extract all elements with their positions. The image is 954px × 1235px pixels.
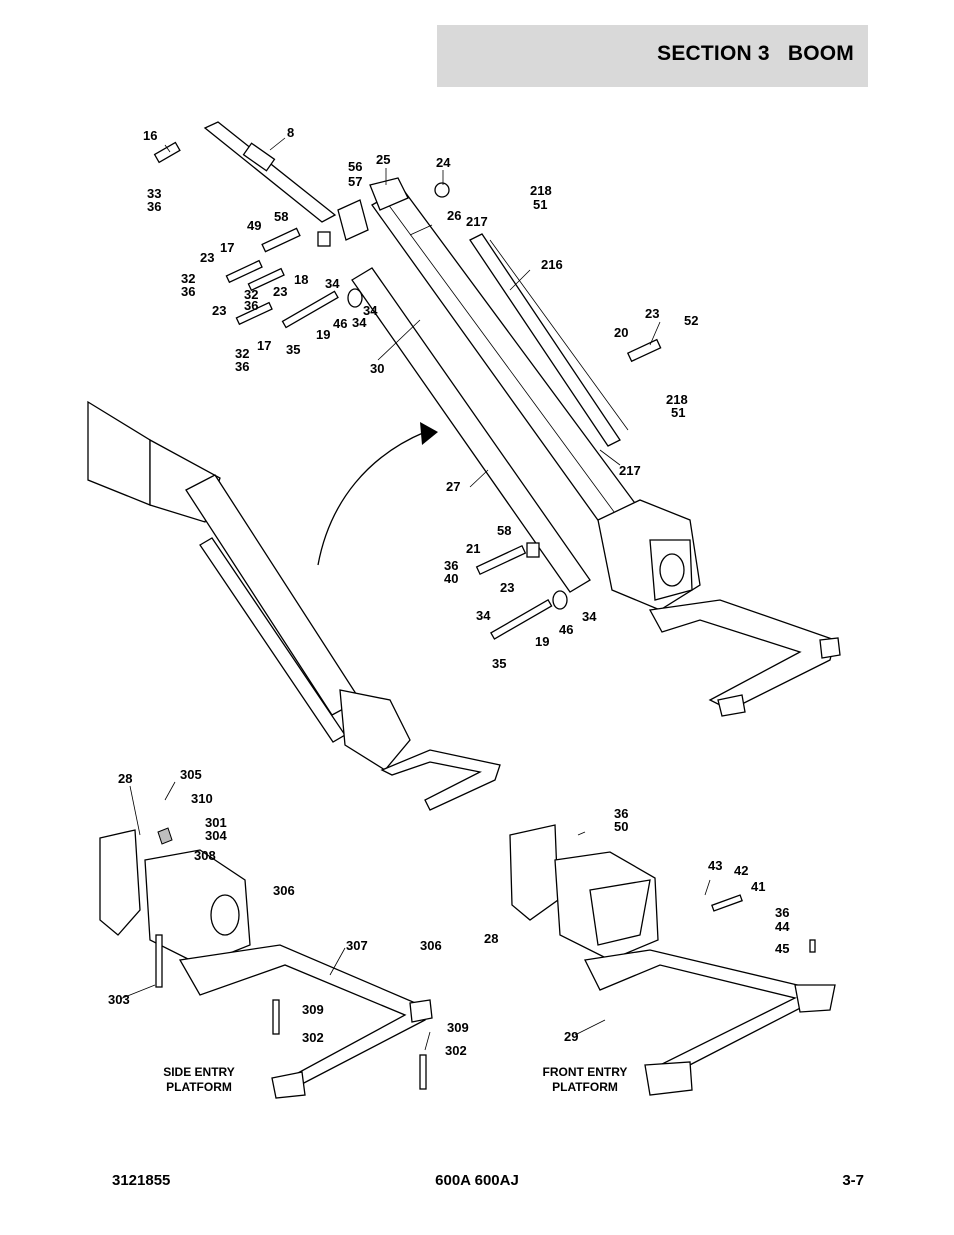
callout: 28 <box>118 771 132 786</box>
callout: 307 <box>346 938 368 953</box>
callout: 58 <box>274 209 288 224</box>
footer-model: 600A 600AJ <box>435 1172 519 1189</box>
callout: 35 <box>492 656 506 671</box>
callout: 42 <box>734 863 748 878</box>
callout: 50 <box>614 819 628 834</box>
callout: 58 <box>497 523 511 538</box>
callout: 21 <box>466 541 480 556</box>
callout: 34 <box>363 303 378 318</box>
callout: 36 <box>147 199 161 214</box>
callout: 301 <box>205 815 227 830</box>
callout: 23 <box>212 303 226 318</box>
callout: 25 <box>376 152 390 167</box>
footer-part-number: 3121855 <box>112 1172 171 1189</box>
callout: 56 <box>348 159 362 174</box>
callout: 309 <box>447 1020 469 1035</box>
callout: 216 <box>541 257 563 272</box>
callout: 40 <box>444 571 458 586</box>
callout: 36 <box>235 359 249 374</box>
callout: 36 <box>244 298 258 313</box>
callout: 27 <box>446 479 460 494</box>
callout: 34 <box>582 609 597 624</box>
callout: 34 <box>476 608 491 623</box>
callout: 35 <box>286 342 300 357</box>
callout: 36 <box>775 905 789 920</box>
callout: 41 <box>751 879 765 894</box>
side-entry-caption-line2: PLATFORM <box>166 1080 232 1094</box>
callout: 19 <box>535 634 549 649</box>
callout: 29 <box>564 1029 578 1044</box>
callout: 36 <box>181 284 195 299</box>
callout: 23 <box>273 284 287 299</box>
callout: 34 <box>352 315 367 330</box>
callout: 17 <box>220 240 234 255</box>
callout: 218 <box>666 392 688 407</box>
callout: 24 <box>436 155 451 170</box>
callout: 23 <box>500 580 514 595</box>
callout: 45 <box>775 941 789 956</box>
callout: 44 <box>775 919 790 934</box>
callout: 309 <box>302 1002 324 1017</box>
section-header: SECTION 3 BOOM <box>437 25 868 87</box>
callout: 26 <box>447 208 461 223</box>
callout: 308 <box>194 848 216 863</box>
section-title: SECTION 3 BOOM <box>657 42 854 65</box>
front-entry-caption-line1: FRONT ENTRY <box>543 1065 628 1079</box>
callout: 46 <box>333 316 347 331</box>
callout: 32 <box>181 271 195 286</box>
callout: 36 <box>614 806 628 821</box>
callout: 302 <box>302 1030 324 1045</box>
callout: 302 <box>445 1043 467 1058</box>
callout: 217 <box>619 463 641 478</box>
callout: 32 <box>244 287 258 302</box>
footer-page-number: 3-7 <box>842 1172 864 1189</box>
front-entry-platform <box>509 824 836 1096</box>
callout: 32 <box>235 346 249 361</box>
side-entry-caption-line1: SIDE ENTRY <box>163 1065 235 1079</box>
callout: 306 <box>273 883 295 898</box>
side-entry-platform <box>99 827 433 1099</box>
platform-captions: SIDE ENTRY PLATFORM FRONT ENTRY PLATFORM <box>163 1065 627 1094</box>
callout: 46 <box>559 622 573 637</box>
callout: 16 <box>143 128 157 143</box>
callout-leaders <box>119 137 711 1051</box>
callout: 23 <box>200 250 214 265</box>
callout: 57 <box>348 174 362 189</box>
callout: 310 <box>191 791 213 806</box>
callout: 49 <box>247 218 261 233</box>
callout: 8 <box>287 125 294 140</box>
callout: 305 <box>180 767 202 782</box>
callout: 217 <box>466 214 488 229</box>
callout-numbers: 16 8 33 36 56 57 25 24 218 51 49 58 26 2… <box>108 125 790 1058</box>
upper-boom-assembly <box>153 121 841 717</box>
callout: 36 <box>444 558 458 573</box>
callout: 303 <box>108 992 130 1007</box>
callout: 51 <box>671 405 685 420</box>
callout: 306 <box>420 938 442 953</box>
callout: 218 <box>530 183 552 198</box>
callout: 30 <box>370 361 384 376</box>
assembled-boom-view <box>87 400 501 811</box>
callout: 20 <box>614 325 628 340</box>
front-entry-caption-line2: PLATFORM <box>552 1080 618 1094</box>
callout: 43 <box>708 858 722 873</box>
callout: 23 <box>645 306 659 321</box>
callout: 18 <box>294 272 308 287</box>
callout: 33 <box>147 186 161 201</box>
callout: 28 <box>484 931 498 946</box>
callout: 52 <box>684 313 698 328</box>
callout: 304 <box>205 828 227 843</box>
callout: 51 <box>533 197 547 212</box>
callout: 17 <box>257 338 271 353</box>
callout: 19 <box>316 327 330 342</box>
callout: 34 <box>325 276 340 291</box>
